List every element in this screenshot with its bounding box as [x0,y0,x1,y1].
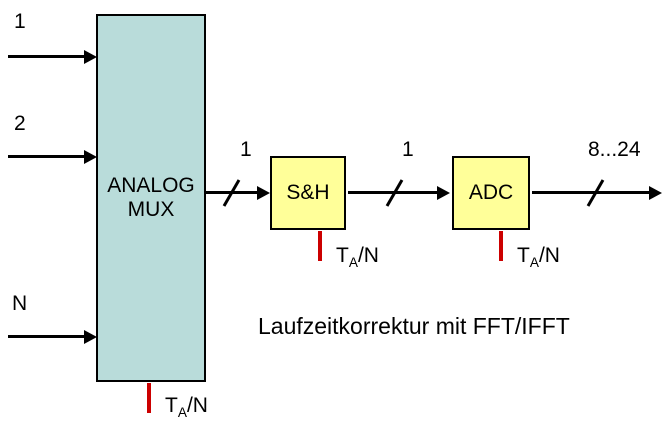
clock-label-mux-base: T [165,394,178,417]
clock-label-sh: TA/N [336,244,379,270]
input-arrow-1-head [84,50,97,64]
sh-to-adc-arrow-head [437,186,450,200]
input-label-1: 1 [14,10,26,33]
clock-label-mux-sub: A [177,405,187,421]
clock-label-adc-suffix: /N [538,244,560,267]
analog-mux-label-line1: ANALOG [107,173,195,197]
clock-label-sh-sub: A [348,255,358,271]
clock-label-mux-suffix: /N [186,394,208,417]
input-arrow-n-head [84,330,97,344]
clock-tick-sh [318,231,322,261]
input-label-2: 2 [14,112,26,135]
input-arrow-n-line [8,335,84,338]
input-arrow-2-head [84,150,97,164]
input-arrow-2-line [8,155,84,158]
analog-mux-label: ANALOG MUX [107,174,195,222]
bus-width-label-adc-out: 8...24 [588,138,641,161]
clock-tick-mux [147,383,151,413]
annotation-text: Laufzeitkorrektur mit FFT/IFFT [258,313,570,339]
clock-label-adc: TA/N [517,244,560,270]
bus-width-label-mux-out: 1 [240,138,252,161]
clock-label-adc-sub: A [529,255,539,271]
clock-label-sh-base: T [336,244,349,267]
clock-label-mux: TA/N [165,394,208,420]
bus-width-label-sh-out: 1 [402,138,414,161]
input-arrow-1-line [8,55,84,58]
sample-hold-box: S&H [270,156,346,230]
sample-hold-label: S&H [286,180,330,204]
mux-to-sh-arrow-head [257,186,270,200]
adc-label: ADC [468,180,514,204]
analog-mux-box: ANALOG MUX [96,14,206,382]
analog-mux-label-line2: MUX [127,198,175,221]
clock-label-adc-base: T [517,244,530,267]
clock-tick-adc [499,231,503,261]
adc-box: ADC [452,156,530,230]
input-label-n: N [12,292,28,315]
clock-label-sh-suffix: /N [357,244,379,267]
adc-output-arrow-line [532,191,650,194]
adc-output-arrow-head [649,186,662,200]
